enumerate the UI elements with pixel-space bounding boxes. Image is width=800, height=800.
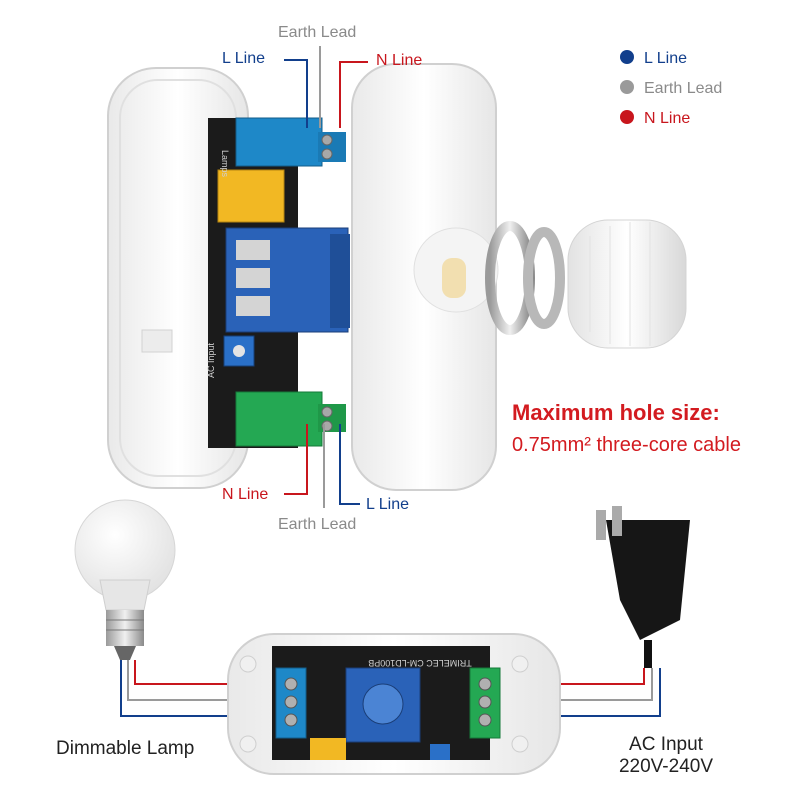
earth-lead-top-label: Earth Lead bbox=[278, 24, 357, 41]
bulb-image bbox=[74, 499, 176, 660]
dimmable-lamp-caption: Dimmable Lamp bbox=[56, 738, 195, 759]
pcb-ac-input-text: AC Input bbox=[206, 342, 216, 378]
wire-indicators-bottom bbox=[284, 424, 360, 508]
grey-dot-icon bbox=[620, 80, 634, 94]
ac-input-caption: AC Input 220V-240V bbox=[606, 734, 726, 778]
pcb-lamps-text: Lamps bbox=[220, 150, 230, 178]
plug-image bbox=[596, 506, 690, 668]
hole-size-subtitle: 0.75mm² three-core cable bbox=[512, 434, 741, 456]
ac-input-label: AC Input bbox=[629, 734, 703, 755]
n-line-bottom-label: N Line bbox=[222, 486, 269, 503]
l-line-bottom-label: L Line bbox=[366, 496, 409, 513]
knob bbox=[567, 219, 687, 349]
blue-dot-icon bbox=[620, 50, 634, 64]
legend-item-l-line: L Line bbox=[620, 50, 687, 68]
earth-lead-bottom-label: Earth Lead bbox=[278, 516, 357, 533]
wire-indicators-top bbox=[284, 46, 368, 128]
l-line-top-label: L Line bbox=[222, 50, 265, 67]
hole-size-title: Maximum hole size: bbox=[512, 400, 720, 425]
legend-item-earth-lead: Earth Lead bbox=[620, 80, 722, 98]
legend-item-n-line: N Line bbox=[620, 110, 690, 128]
ac-voltage-label: 220V-240V bbox=[618, 756, 714, 777]
pcb-model-text: TRIMELEC CM-LD100PB bbox=[368, 658, 472, 668]
red-dot-icon bbox=[620, 110, 634, 124]
enclosure-cover bbox=[351, 63, 499, 491]
n-line-top-label: N Line bbox=[376, 52, 423, 69]
nut-washer bbox=[485, 221, 565, 335]
enclosure-bottom bbox=[227, 633, 561, 775]
